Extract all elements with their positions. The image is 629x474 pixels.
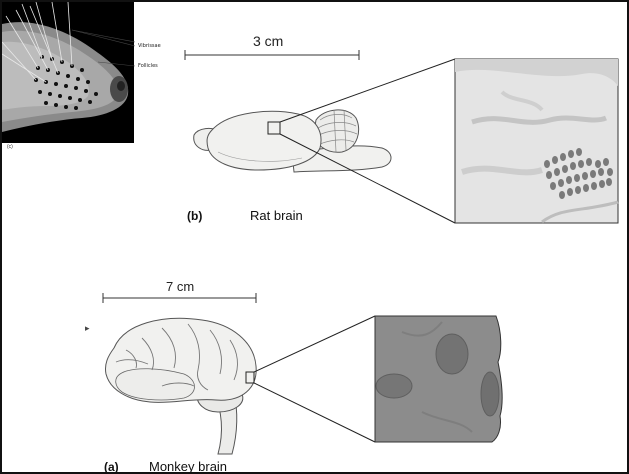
vibrissae-leader-line-2 bbox=[72, 30, 135, 42]
rat-scale-label: 3 cm bbox=[253, 33, 283, 49]
follicles-leader-line bbox=[98, 62, 135, 66]
monkey-cortex-inset bbox=[375, 316, 502, 442]
mouse-cursor-icon: ▸ bbox=[85, 323, 90, 334]
monkey-zoom-line-top bbox=[254, 316, 375, 372]
monkey-panel-letter: (a) bbox=[104, 460, 119, 474]
vibrissae-leader-line bbox=[72, 30, 135, 46]
monkey-brain-caption: Monkey brain bbox=[149, 459, 227, 474]
rat-brain-illustration bbox=[194, 110, 391, 172]
rat-barrel-cortex-inset bbox=[455, 59, 618, 223]
rat-zoom-line-top bbox=[280, 59, 455, 122]
photo-panel-letter: (c) bbox=[7, 144, 13, 150]
rat-brain-caption: Rat brain bbox=[250, 208, 303, 223]
rat-panel-letter: (b) bbox=[187, 209, 202, 223]
monkey-brain-illustration bbox=[105, 318, 256, 454]
monkey-scale-label: 7 cm bbox=[166, 279, 194, 294]
follicles-label: Follicles bbox=[138, 63, 158, 69]
vibrissae-label: Vibrissae bbox=[138, 43, 161, 49]
monkey-zoom-line-bottom bbox=[254, 383, 375, 442]
